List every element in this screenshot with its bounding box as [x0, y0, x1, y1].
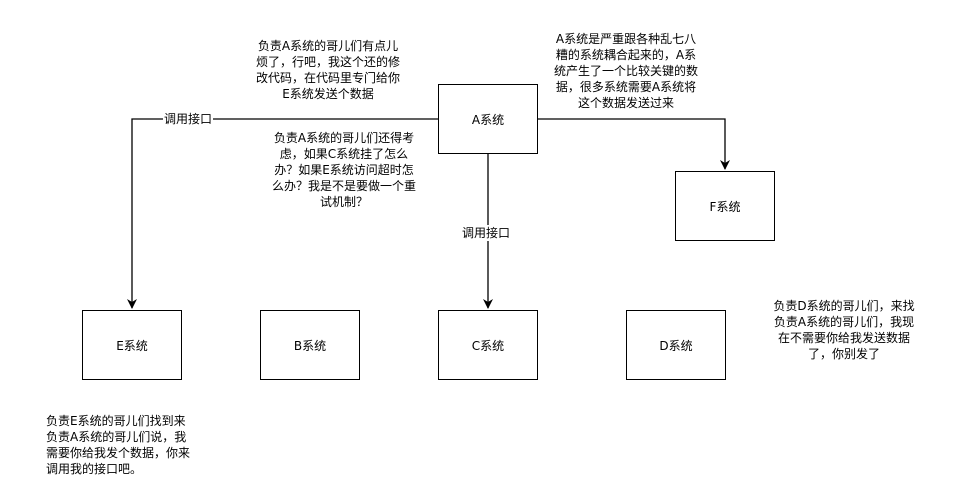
node-c-system[interactable]: C系统 [438, 310, 538, 380]
note-top-right: A系统是严重跟各种乱七八 糟的系统耦合起来的，A系 统产生了一个比较关键的数 据… [553, 32, 698, 110]
node-f-system[interactable]: F系统 [675, 171, 775, 241]
node-e-label: E系统 [116, 338, 148, 353]
node-c-label: C系统 [471, 338, 505, 353]
note-top-center: 负责A系统的哥儿们有点儿 烦了，行吧，我这个还的修 改代码，在代码里专门给你 E… [255, 39, 400, 101]
note-right: 负责D系统的哥儿们，来找 负责A系统的哥儿们，我现 在不需要你给我发送数据 了，… [773, 299, 915, 361]
note-bottom-left: 负责E系统的哥儿们找到来 负责A系统的哥儿们说，我 需要你给我发个数据，你来 调… [46, 414, 191, 476]
node-a-label: A系统 [471, 112, 505, 127]
node-a-system[interactable]: A系统 [438, 84, 538, 154]
node-d-system[interactable]: D系统 [626, 310, 726, 380]
edge-label-a-to-e: 调用接口 [163, 111, 214, 127]
node-b-label: B系统 [293, 338, 327, 353]
edge-label-a-to-c: 调用接口 [461, 225, 512, 241]
node-d-label: D系统 [659, 338, 693, 353]
node-e-system[interactable]: E系统 [82, 310, 182, 380]
node-b-system[interactable]: B系统 [260, 310, 360, 380]
note-middle: 负责A系统的哥儿们还得考 虑，如果C系统挂了怎么 办？如果E系统访问超时怎 么办… [271, 131, 416, 209]
edge-a-to-f [538, 118, 730, 170]
edge-a-to-e [127, 118, 438, 309]
node-f-label: F系统 [709, 199, 741, 214]
